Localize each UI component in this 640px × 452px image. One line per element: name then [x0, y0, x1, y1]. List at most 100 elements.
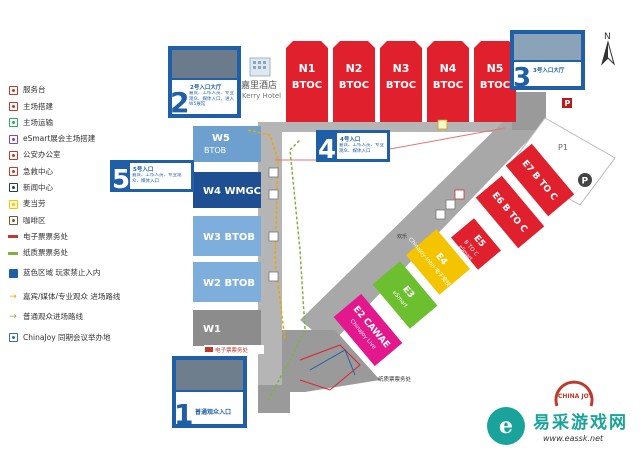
- entrance-5-label: 5号入口: [133, 165, 153, 173]
- eticket-tag-w1-swatch: [205, 347, 213, 352]
- paper-icon: [8, 248, 18, 258]
- entrance-2-label: 2号入口大厅: [190, 83, 222, 91]
- arrow-public-icon: →: [9, 311, 17, 322]
- chinajoy-logo-text: CHINA JOY: [558, 393, 594, 400]
- legend-label: 麦当劳: [23, 199, 46, 209]
- eticket-icon: [8, 232, 18, 242]
- entrance-2-number: 2: [170, 86, 189, 119]
- legend-label: 蓝色区域 玩家禁止入内: [23, 268, 101, 278]
- entrance-2-callout: 2 2号入口大厅 嘉宾、工作人员、专业观众、媒体入口，进入W5展馆: [168, 46, 241, 119]
- legend-label: 嘉宾/媒体/专业观众 进场路线: [23, 292, 121, 302]
- legend-item-build: 主场搭建: [8, 98, 158, 114]
- hall-code: N4: [440, 62, 457, 75]
- transport-icon: [8, 118, 18, 128]
- legend-item-blue: 蓝色区域 玩家禁止入内: [8, 261, 158, 285]
- compass: N: [601, 32, 615, 66]
- hall-code: N2: [346, 62, 363, 75]
- compass-north-label: N: [604, 32, 611, 42]
- legend-item-cj: ChinaJoy 同期会议举办地: [8, 326, 158, 350]
- legend-item-arrow-vip: → 嘉宾/媒体/专业观众 进场路线: [8, 285, 158, 309]
- esmart-icon: [8, 134, 18, 144]
- entrance-3-callout: 3 3号入口大厅: [510, 30, 585, 93]
- hall-w4[interactable]: W4 WMGC: [193, 172, 261, 208]
- legend-label: 主场搭建: [23, 101, 53, 111]
- legend-item-service: 服务台: [8, 82, 158, 98]
- entrance-4-desc: 嘉宾、工作人员、专业观众、媒体入口: [339, 143, 384, 154]
- hall-sub: BTOC: [339, 80, 369, 91]
- aid-icon: [8, 167, 18, 177]
- legend-label: 急救中心: [23, 166, 53, 176]
- legend-label: 新闻中心: [23, 182, 53, 192]
- legend-label: 服务台: [23, 85, 46, 95]
- blue-icon: [8, 268, 18, 278]
- legend-label: 电子票票务处: [23, 231, 68, 241]
- entrance-1-callout: 1 普通观众入口: [172, 356, 247, 431]
- legend-item-transport: 主场运输: [8, 115, 158, 131]
- hall-w2[interactable]: W2 BTOB: [193, 262, 261, 302]
- hall-code: W5: [212, 133, 230, 144]
- cafe-icon: [8, 216, 18, 226]
- entrance-4-number: 4: [318, 135, 336, 165]
- parking-icon: [578, 173, 592, 187]
- hall-code: W2 BTOB: [203, 278, 255, 289]
- vip-route: [247, 129, 286, 341]
- build-icon: [435, 209, 446, 220]
- legend-item-eticket: 电子票票务处: [8, 229, 158, 245]
- legend-item-mcd: 麦当劳: [8, 196, 158, 212]
- arrow-vip-icon: →: [9, 291, 17, 302]
- entrance-1-number: 1: [174, 398, 193, 431]
- police-icon: [8, 150, 18, 160]
- west-corridor: [258, 122, 282, 390]
- cj-icon: [8, 333, 18, 343]
- p1-label: P1: [558, 143, 568, 152]
- legend-item-cafe: 咖啡区: [8, 212, 158, 228]
- public-route: [267, 139, 306, 401]
- east-corridor: [300, 110, 540, 345]
- hall-code: W1: [203, 324, 221, 335]
- hall-w1[interactable]: W1: [193, 310, 261, 346]
- hall-code: N1: [299, 62, 316, 75]
- aid-icon: [454, 189, 465, 200]
- entrance-1-label: 普通观众入口: [195, 408, 231, 416]
- paper-ticket-tag: 纸质票票务处: [378, 375, 412, 383]
- legend-item-press: 新闻中心: [8, 180, 158, 196]
- mcd-icon: [437, 119, 448, 130]
- hall-sub: BTOC: [433, 80, 463, 91]
- hall-sub: BTOC: [292, 80, 322, 91]
- watermark-title: 易采游戏网: [533, 413, 628, 433]
- service-icon: [8, 85, 18, 95]
- mcd-icon: [8, 199, 18, 209]
- cafe-icon: [268, 167, 279, 178]
- hall-code: W4 WMGC: [203, 186, 261, 197]
- plaza-route-blue: [309, 349, 356, 376]
- hall-code: W3 BTOB: [203, 232, 255, 243]
- hall-code: N3: [393, 62, 410, 75]
- press-icon: [8, 183, 18, 193]
- legend-label: 主场运输: [23, 117, 53, 127]
- legend-item-arrow-public: →普通观众进场路线: [8, 309, 158, 325]
- hall-w3[interactable]: W3 BTOB: [193, 216, 261, 256]
- legend-label: ChinaJoy 同期会议举办地: [23, 332, 111, 342]
- cafe-icon-2: [268, 189, 279, 200]
- legend-label: 咖啡区: [23, 215, 46, 225]
- watermark-url[interactable]: www.eassk.net: [543, 434, 604, 443]
- legend-item-paper: 纸质票票务处: [8, 245, 158, 261]
- hall-sub: BTOB: [204, 146, 226, 155]
- hotel-name-cn: 嘉里酒店: [241, 79, 277, 91]
- cafe-icon-3: [268, 231, 279, 242]
- service-icon: [445, 199, 456, 210]
- entrance-5-desc: 嘉宾、工作人员、专业观众、媒体入口: [132, 173, 182, 184]
- hall-code: N5: [487, 62, 504, 75]
- entrance-3-number: 3: [513, 63, 531, 93]
- cafe-icon-4: [268, 271, 279, 282]
